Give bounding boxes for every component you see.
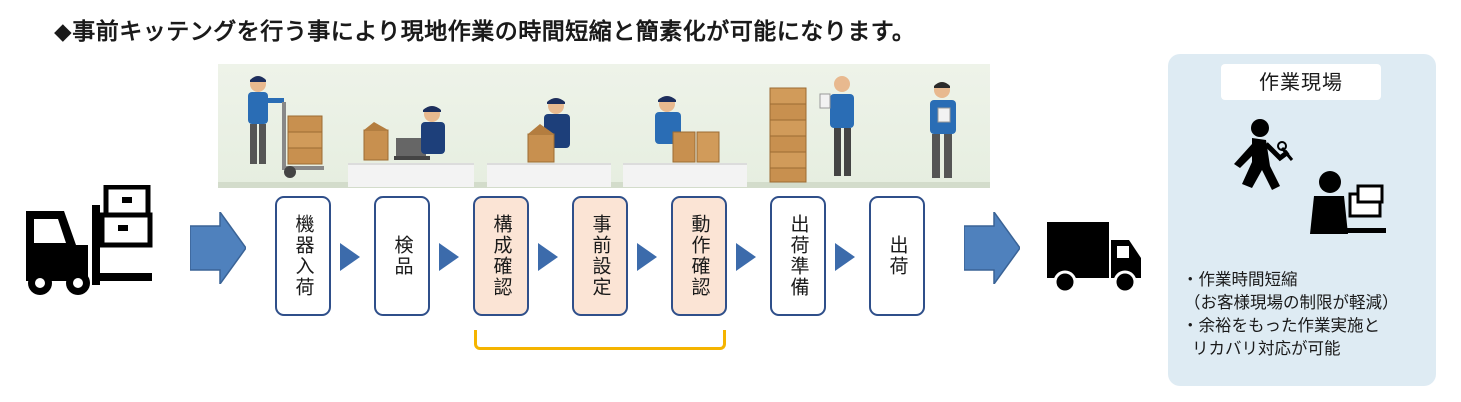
- benefit-line: ・作業時間短縮: [1182, 270, 1298, 289]
- worker-handtruck-icon: [248, 76, 324, 178]
- step-configuration-check: 構成確認: [473, 196, 529, 316]
- computer-worker-icon: [1310, 171, 1386, 234]
- desk: [348, 163, 474, 187]
- step-arrow-icon: [736, 243, 756, 271]
- worker-laptop-icon: [363, 106, 445, 161]
- step-arrow-icon: [340, 243, 360, 271]
- step-arrow-icon: [439, 243, 459, 271]
- desk: [487, 163, 611, 187]
- forklift-icon: [26, 185, 153, 295]
- step-equipment-receiving: 機器入荷: [275, 196, 331, 316]
- step-label: 出荷準備: [787, 214, 810, 298]
- worker-boxes-icon: [527, 98, 570, 163]
- flow-arrow-icon: [190, 212, 246, 284]
- step-inspection: 検品: [374, 196, 430, 316]
- step-operation-check: 動作確認: [671, 196, 727, 316]
- work-site-panel: [1168, 54, 1436, 386]
- desk: [623, 163, 747, 187]
- step-label: 機器入荷: [292, 214, 315, 298]
- worker-checklist-icon: [769, 76, 854, 183]
- step-arrow-icon: [538, 243, 558, 271]
- kitting-bracket: [474, 330, 726, 350]
- step-pre-configuration: 事前設定: [572, 196, 628, 316]
- step-label: 動作確認: [688, 214, 711, 298]
- panel-title: 作業現場: [1221, 64, 1381, 100]
- flow-arrow-icon: [964, 212, 1020, 284]
- site-icons: [1234, 119, 1386, 234]
- step-shipping-prep: 出荷準備: [770, 196, 826, 316]
- benefit-line: リカバリ対応が可能: [1192, 339, 1341, 358]
- worker-clipboard-icon: [930, 82, 956, 178]
- step-label: 構成確認: [490, 214, 513, 298]
- step-arrow-icon: [835, 243, 855, 271]
- benefit-line: （お客様現場の制限が軽減）: [1184, 293, 1399, 312]
- step-label: 検品: [391, 235, 414, 277]
- step-shipping: 出荷: [869, 196, 925, 316]
- step-label: 事前設定: [589, 214, 612, 298]
- walking-worker-icon: [1234, 119, 1294, 190]
- benefits-list: ・作業時間短縮 （お客様現場の制限が軽減） ・余裕をもった作業実施と リカバリ対…: [1182, 268, 1399, 360]
- truck-icon: [1047, 222, 1141, 294]
- page-title: ◆事前キッテングを行う事により現地作業の時間短縮と簡素化が可能になります。: [54, 19, 916, 45]
- worker-packing-icon: [655, 96, 720, 163]
- benefit-line: ・余裕をもった作業実施と: [1182, 316, 1380, 335]
- step-label: 出荷: [886, 235, 909, 277]
- step-arrow-icon: [637, 243, 657, 271]
